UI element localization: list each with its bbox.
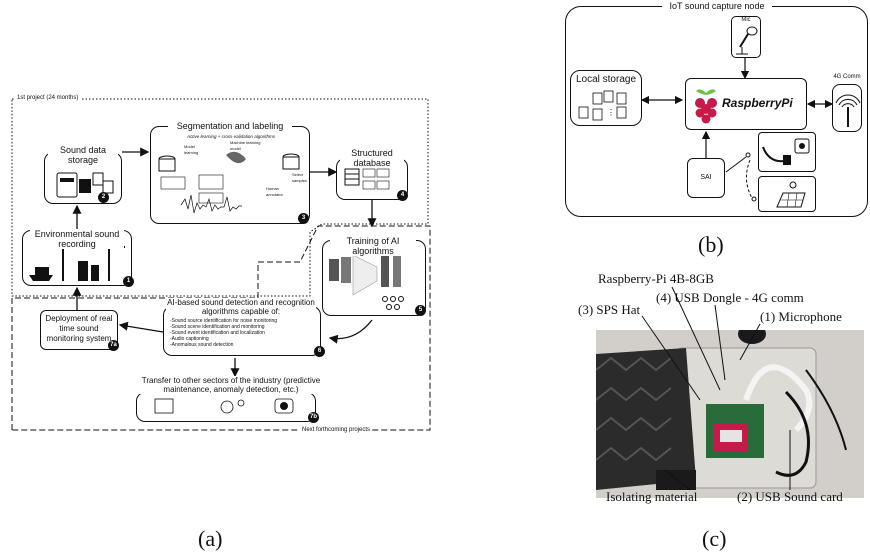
raspberry-box xyxy=(685,78,807,130)
storage-icon xyxy=(56,172,114,198)
sai-label: SAI xyxy=(700,174,712,181)
industry-icons xyxy=(154,398,294,414)
solar-panel-icon xyxy=(776,181,806,208)
badge-5: 5 xyxy=(415,305,426,316)
power-plug-box xyxy=(758,132,816,172)
seg-label-ml-model: Machine learning model xyxy=(230,140,261,151)
structured-db-title: Structured database xyxy=(340,148,404,168)
detection-item: -Sound source identification for noise m… xyxy=(170,318,278,324)
sound-data-storage-title: Sound data storage xyxy=(48,145,118,165)
detection-item: -Audio captioning xyxy=(170,336,209,342)
label-raspberry: Raspberry-Pi 4B-8GB xyxy=(598,271,714,286)
badge-6: 6 xyxy=(314,346,325,357)
local-storage-box: ⋮ xyxy=(570,70,642,126)
env-recording-title: Environmental sound recording xyxy=(30,229,124,249)
badge-7a: 7a xyxy=(108,340,119,351)
label-sps-hat: (3) SPS Hat xyxy=(578,302,641,317)
caption-a: (a) xyxy=(198,526,223,551)
database-icon xyxy=(344,168,390,190)
label-soundcard: (2) USB Sound card xyxy=(737,489,843,504)
label-dongle: (4) USB Dongle - 4G comm xyxy=(656,290,804,305)
first-project-label: 1st project (24 months) xyxy=(15,95,81,101)
transfer-title: Transfer to other sectors of the industr… xyxy=(138,376,324,394)
plug-icon xyxy=(762,138,810,165)
detection-item: -Sound scene identification and monitori… xyxy=(170,324,265,330)
badge-2: 2 xyxy=(98,192,109,203)
first-project-region xyxy=(11,98,429,297)
solar-panel-box xyxy=(758,176,816,212)
mic-label: Mic xyxy=(741,17,751,23)
caption-b: (b) xyxy=(698,232,724,257)
iot-node-title: IoT sound capture node xyxy=(662,1,772,11)
comm-box xyxy=(832,84,862,132)
badge-3: 3 xyxy=(298,213,309,224)
hardware-photo-drawing xyxy=(596,330,864,498)
badge-4: 4 xyxy=(397,190,408,201)
detection-title: AI-based sound detection and recognition… xyxy=(166,298,316,316)
badge-7b: 7b xyxy=(308,412,319,423)
neural-net-icon xyxy=(329,253,404,310)
detection-item: -Sound event identification and localiza… xyxy=(170,330,265,336)
deployment-box xyxy=(40,310,118,350)
training-title: Training of AI algorithms xyxy=(330,236,416,256)
seg-label-select-samples: Select samples xyxy=(292,172,307,183)
next-projects-region xyxy=(11,225,431,431)
microphone-icon xyxy=(736,26,758,55)
mic-box xyxy=(731,16,761,58)
raspberry-label: RaspberryPi xyxy=(722,96,793,110)
seg-label-model-learning: Model learning xyxy=(184,144,199,155)
segmentation-subtitle: Active learning + cross-validation algor… xyxy=(187,134,275,139)
hardware-photo xyxy=(596,330,864,498)
badge-1: 1 xyxy=(123,276,134,287)
storage-files-icon: ⋮ xyxy=(578,90,627,121)
deployment-title: Deployment of real time sound monitoring… xyxy=(45,314,113,343)
label-microphone: (1) Microphone xyxy=(760,309,842,324)
seg-label-human-annotator: Human annotator xyxy=(266,186,283,197)
segmentation-illustration xyxy=(158,151,300,214)
sai-box xyxy=(687,158,725,198)
detection-list: -Sound source identification for noise m… xyxy=(170,318,318,348)
antenna-icon xyxy=(835,94,861,127)
local-storage-label: Local storage xyxy=(575,74,637,85)
raspberry-logo-icon xyxy=(695,89,717,124)
label-isolating: Isolating material xyxy=(606,489,698,504)
svg-text:⋮: ⋮ xyxy=(607,108,615,117)
next-projects-label: Next forthcoming projects xyxy=(300,427,373,433)
comm-label: 4G Comm xyxy=(833,74,861,80)
segmentation-title: Segmentation and labeling xyxy=(168,121,292,131)
detection-item: -Anomalous sound detection xyxy=(170,342,234,348)
caption-c: (c) xyxy=(702,526,727,551)
